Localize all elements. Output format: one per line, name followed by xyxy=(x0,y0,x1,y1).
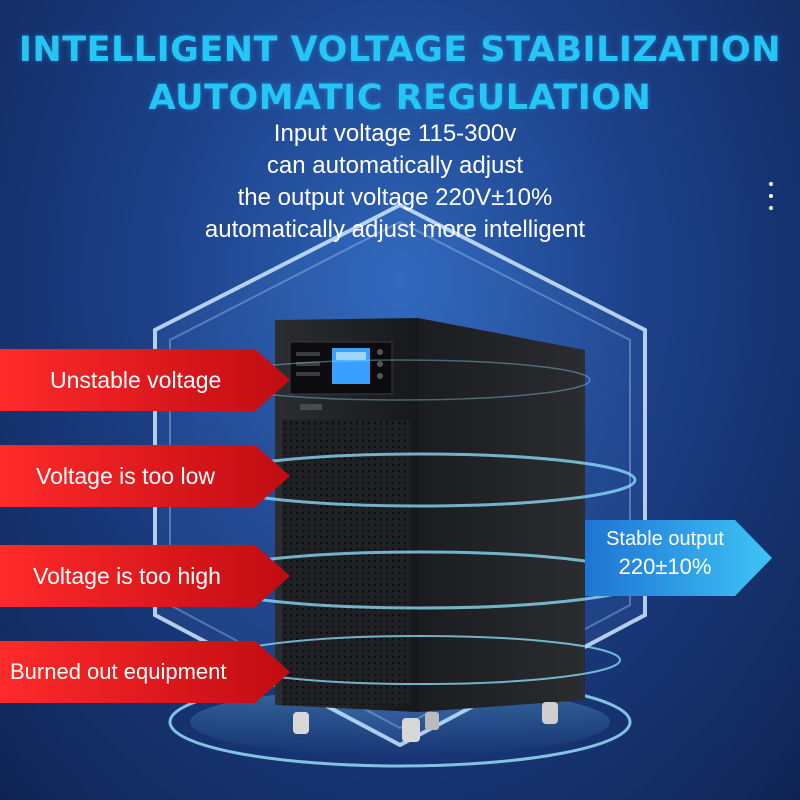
problem-arrow-1 xyxy=(0,349,290,411)
description-line: can automatically adjust xyxy=(266,152,524,179)
output-label-value: 220±10% xyxy=(618,554,712,579)
output-label-line-1: Stable output xyxy=(606,528,724,550)
more-vertical-icon[interactable] xyxy=(760,182,782,210)
problem-label-too-high: Voltage is too high xyxy=(33,562,221,589)
dot xyxy=(769,206,773,210)
dot xyxy=(769,182,773,186)
problem-label-unstable: Unstable voltage xyxy=(50,366,222,393)
caster-wheels xyxy=(293,702,558,742)
problem-arrow-4 xyxy=(0,641,290,703)
headline-line-1: INTELLIGENT VOLTAGE STABILIZATION xyxy=(18,30,782,70)
output-arrow xyxy=(585,520,772,596)
description: Input voltage 115-300v can automatically… xyxy=(0,118,790,246)
description-line: the output voltage 220V±10% xyxy=(237,184,553,211)
headline-line-2: AUTOMATIC REGULATION xyxy=(148,78,652,118)
description-line: Input voltage 115-300v xyxy=(273,120,517,147)
ups-cabinet xyxy=(275,318,585,742)
description-line: automatically adjust more intelligent xyxy=(204,216,586,243)
problem-arrow-2 xyxy=(0,445,290,507)
output-label: Stable output 220±10% xyxy=(600,525,730,581)
problem-arrows xyxy=(0,349,290,703)
problem-label-too-low: Voltage is too low xyxy=(36,462,216,489)
dot xyxy=(769,194,773,198)
problem-label-burned-out: Burned out equipment xyxy=(10,659,227,684)
problem-arrow-3 xyxy=(0,545,290,607)
